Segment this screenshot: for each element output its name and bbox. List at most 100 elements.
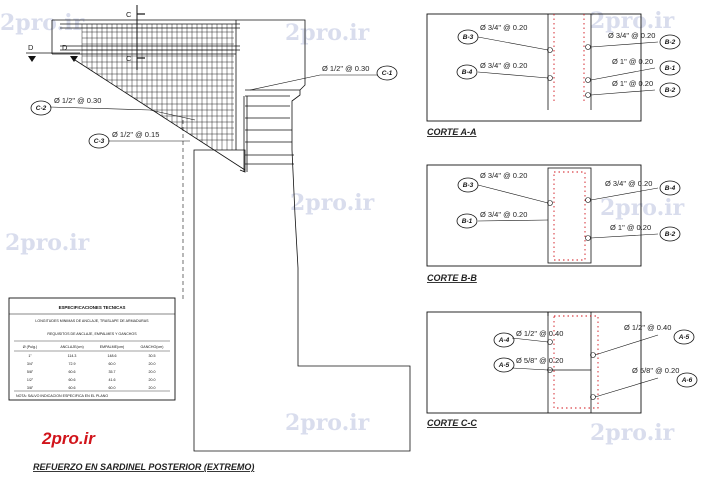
table-row: 3/4" 72.9 60.0 20.0 bbox=[27, 362, 156, 366]
table-row: 3/8" 60.6 60.0 20.0 bbox=[27, 386, 156, 390]
tag-label: A-4 bbox=[498, 337, 510, 344]
tag-label: C-2 bbox=[36, 105, 47, 112]
table-cell: 20.0 bbox=[149, 386, 156, 390]
rebar-label: Ø 1/2" @ 0.30 bbox=[322, 64, 369, 73]
table-row: 1/2" 60.6 41.6 20.0 bbox=[27, 378, 156, 382]
watermark-text: 2pro.ir bbox=[5, 230, 90, 256]
tag-label: B-4 bbox=[665, 185, 676, 192]
specs-table: ESPECIFICACIONES TECNICAS LONGITUDES MIN… bbox=[8, 297, 176, 401]
watermark-text: 2pro.ir bbox=[590, 8, 675, 34]
tag-label: B-2 bbox=[665, 39, 676, 46]
table-cell: 114.3 bbox=[68, 354, 77, 358]
level-marker bbox=[28, 56, 36, 62]
tag-bubble: B-3 bbox=[457, 29, 479, 45]
table-note: NOTA: SALVO INDICACION ESPECIFICA EN EL … bbox=[16, 394, 108, 398]
table-cell: 35.7 bbox=[109, 370, 116, 374]
section-title: CORTE A-A bbox=[427, 127, 477, 137]
watermark-text: 2pro.ir bbox=[285, 20, 370, 46]
table-header-cell: Ø (Pulg.) bbox=[23, 345, 37, 349]
watermark-text: 2pro.ir bbox=[600, 195, 685, 221]
tag-label: B-4 bbox=[462, 69, 473, 76]
tag-bubble: C-2 bbox=[30, 100, 52, 116]
tag-bubble: B-4 bbox=[456, 64, 478, 80]
rebar-label: Ø 1" @ 0.20 bbox=[612, 79, 653, 88]
tag-label: B-1 bbox=[665, 65, 676, 72]
table-header-row: Ø (Pulg.) ANCLAJE(cm) EMPALME(cm) GANCHO… bbox=[23, 345, 164, 349]
tag-bubble: B-1 bbox=[659, 60, 681, 76]
tag-label: C-1 bbox=[382, 70, 393, 77]
table-cell: 3/8" bbox=[27, 386, 34, 390]
table-header-cell: GANCHO(cm) bbox=[141, 345, 164, 349]
tag-bubble: C-1 bbox=[376, 65, 398, 81]
tag-bubble: A-6 bbox=[676, 372, 698, 388]
section-title: CORTE C-C bbox=[427, 418, 477, 428]
section-c-c: Ø 1/2" @ 0.40 Ø 5/8" @ 0.20 Ø 1/2" @ 0.4… bbox=[426, 311, 698, 428]
rebar-label: Ø 1/2" @ 0.40 bbox=[624, 323, 671, 332]
table-cell: 5/8" bbox=[27, 370, 34, 374]
tag-label: B-1 bbox=[462, 218, 473, 225]
tag-bubble: B-2 bbox=[659, 82, 681, 98]
drawing-title: REFUERZO EN SARDINEL POSTERIOR (EXTREMO) bbox=[33, 462, 254, 472]
tag-bubble: B-2 bbox=[659, 226, 681, 242]
watermark-layer: 2pro.ir 2pro.ir 2pro.ir 2pro.ir 2pro.ir … bbox=[0, 8, 685, 446]
rebar-label: Ø 3/4" @ 0.20 bbox=[480, 210, 527, 219]
tag-bubble: C-3 bbox=[88, 133, 110, 149]
tag-label: A-5 bbox=[498, 362, 510, 369]
tag-bubble: A-5 bbox=[493, 357, 515, 373]
table-cell: 148.6 bbox=[108, 354, 117, 358]
tag-bubble: B-4 bbox=[659, 180, 681, 196]
table-cell: 60.0 bbox=[109, 386, 116, 390]
watermark-text: 2pro.ir bbox=[590, 420, 675, 446]
table-cell: 60.6 bbox=[69, 386, 76, 390]
rebar-label: Ø 3/4" @ 0.20 bbox=[608, 31, 655, 40]
table-row: 5/8" 60.6 35.7 20.0 bbox=[27, 370, 156, 374]
rebar-label: Ø 3/4" @ 0.20 bbox=[605, 179, 652, 188]
tag-label: A-6 bbox=[681, 377, 693, 384]
table-title: ESPECIFICACIONES TECNICAS bbox=[59, 305, 126, 310]
rebar-label: Ø 5/8" @ 0.20 bbox=[632, 366, 679, 375]
table-header-cell: EMPALME(cm) bbox=[100, 345, 125, 349]
tag-label: C-3 bbox=[94, 138, 105, 145]
tag-bubble: A-5 bbox=[673, 329, 695, 345]
rebar-label: Ø 1" @ 0.20 bbox=[610, 223, 651, 232]
tag-bubble: B-2 bbox=[659, 34, 681, 50]
table-cell: 30.5 bbox=[149, 354, 156, 358]
tag-label: B-2 bbox=[665, 87, 676, 94]
table-cell: 60.0 bbox=[109, 362, 116, 366]
section-mark-d: D bbox=[62, 43, 68, 52]
brand-logo: 2pro.ir bbox=[41, 429, 96, 448]
watermark-text: 2pro.ir bbox=[290, 190, 375, 216]
table-cell: 20.0 bbox=[149, 362, 156, 366]
tag-bubble: B-3 bbox=[457, 177, 479, 193]
rebar-label: Ø 1/2" @ 0.30 bbox=[54, 96, 101, 105]
watermark-text: 2pro.ir bbox=[0, 10, 85, 36]
rebar-label: Ø 1/2" @ 0.40 bbox=[516, 329, 563, 338]
tag-label: A-5 bbox=[678, 334, 690, 341]
watermark-text: 2pro.ir bbox=[285, 410, 370, 436]
rebar-label: Ø 1" @ 0.20 bbox=[612, 57, 653, 66]
level-marker bbox=[70, 56, 78, 62]
table-cell: 60.6 bbox=[69, 378, 76, 382]
table-cell: 20.0 bbox=[149, 378, 156, 382]
tag-label: B-3 bbox=[463, 182, 474, 189]
rebar-label: Ø 3/4" @ 0.20 bbox=[480, 23, 527, 32]
section-b-b: Ø 3/4" @ 0.20 Ø 3/4" @ 0.20 Ø 3/4" @ 0.2… bbox=[426, 164, 681, 283]
stem-inner-edge bbox=[193, 149, 246, 296]
tag-bubble: B-1 bbox=[456, 213, 478, 229]
table-cell: 72.9 bbox=[69, 362, 76, 366]
main-leaders bbox=[49, 74, 378, 142]
section-mark-c: C bbox=[126, 54, 132, 63]
table-cell: 20.0 bbox=[149, 370, 156, 374]
section-title: CORTE B-B bbox=[427, 273, 477, 283]
rebar-label: Ø 5/8" @ 0.20 bbox=[516, 356, 563, 365]
section-a-a: Ø 3/4" @ 0.20 Ø 3/4" @ 0.20 Ø 3/4" @ 0.2… bbox=[426, 13, 681, 137]
tag-label: B-2 bbox=[665, 231, 676, 238]
section-mark-c: C bbox=[126, 10, 132, 19]
tag-label: B-3 bbox=[463, 34, 474, 41]
table-cell: 1/2" bbox=[27, 378, 34, 382]
table-subtitle: LONGITUDES MINIMAS DE ANCLAJE, TRASLAPE … bbox=[35, 319, 149, 323]
table-caption: REQUISITOS DE ANCLAJE, EMPALMES Y GANCHO… bbox=[47, 332, 137, 336]
rebar-label: Ø 3/4" @ 0.20 bbox=[480, 61, 527, 70]
